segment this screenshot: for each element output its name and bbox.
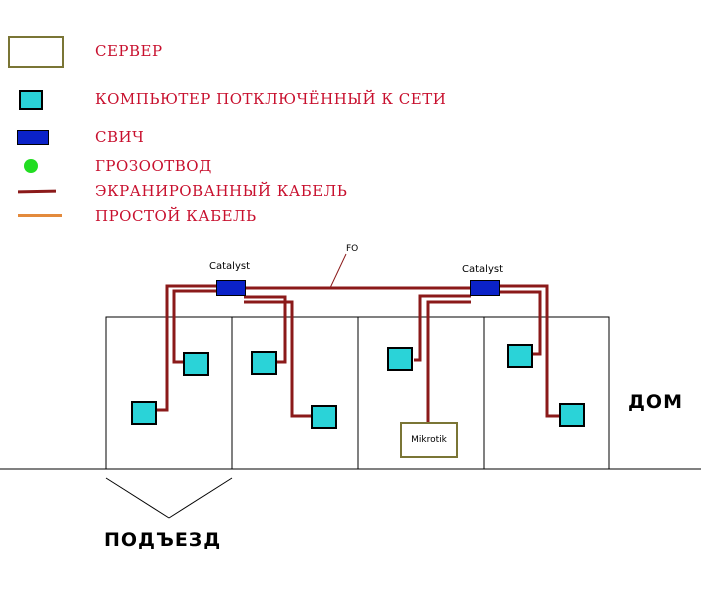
- house-label: ДОМ: [628, 391, 683, 413]
- entrance-pointer: [105, 477, 170, 519]
- computer-swatch: [19, 90, 43, 110]
- entrance-pointer: [168, 477, 233, 519]
- shielded-cable: [244, 300, 311, 418]
- switch-left-label: Catalyst: [209, 261, 250, 272]
- switch-catalyst-left: [216, 280, 246, 296]
- computer-node: [311, 405, 337, 429]
- fiber-label-leader: [329, 253, 347, 289]
- lightning-rod-swatch: [24, 159, 38, 173]
- legend-lightning-rod-label: ГРОЗООТВОД: [95, 157, 212, 175]
- switch-swatch: [17, 130, 49, 145]
- server-swatch: [8, 36, 64, 68]
- shielded-cable: [497, 290, 542, 356]
- plain-cable-swatch: [18, 214, 62, 217]
- router-label: Mikrotik: [411, 435, 447, 445]
- shielded-cable: [497, 284, 559, 418]
- computer-node: [559, 403, 585, 427]
- router-mikrotik: Mikrotik: [400, 422, 458, 458]
- legend-plain-cable-label: ПРОСТОЙ КАБЕЛЬ: [95, 207, 257, 225]
- legend-server-label: СЕРВЕР: [95, 42, 163, 60]
- shielded-cable: [172, 289, 217, 364]
- shielded-cable: [157, 284, 217, 412]
- switch-catalyst-right: [470, 280, 500, 296]
- legend-shielded-cable-label: ЭКРАНИРОВАННЫЙ КАБЕЛЬ: [95, 182, 348, 200]
- computer-node: [507, 344, 533, 368]
- computer-node: [183, 352, 209, 376]
- computer-node: [131, 401, 157, 425]
- computer-node: [251, 351, 277, 375]
- fiber-label: FO: [346, 244, 359, 254]
- legend-switch-label: СВИЧ: [95, 128, 145, 146]
- legend-computer-label: КОМПЬЮТЕР ПОТКЛЮЧЁННЫЙ К СЕТИ: [95, 90, 447, 108]
- computer-node: [387, 347, 413, 371]
- shielded-cable: [426, 300, 471, 422]
- shielded-cable: [244, 295, 287, 364]
- switch-right-label: Catalyst: [462, 264, 503, 275]
- shielded-cable: [414, 294, 471, 362]
- entrance-label: ПОДЪЕЗД: [104, 529, 222, 551]
